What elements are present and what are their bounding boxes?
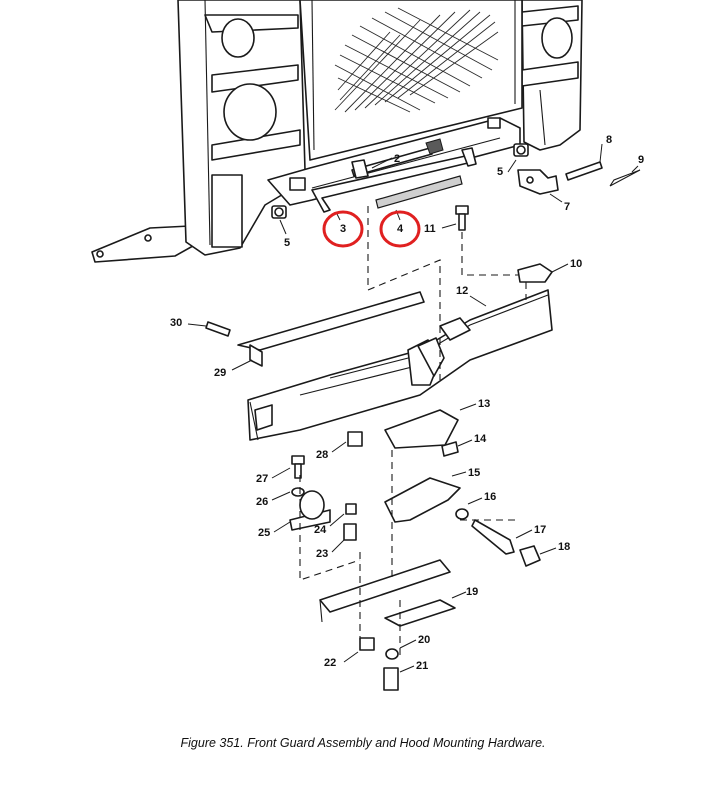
callout-27: 27 — [256, 473, 268, 485]
callout-25: 25 — [258, 527, 270, 539]
bolt-17 — [471, 519, 515, 555]
fitting-18 — [519, 545, 541, 567]
washer-16 — [455, 508, 469, 520]
assembly-alignment-lines — [299, 206, 527, 660]
callout-20: 20 — [418, 634, 430, 646]
callout-13: 13 — [478, 398, 490, 410]
callout-10: 10 — [570, 258, 582, 270]
nut-28 — [347, 431, 363, 447]
washer-24 — [345, 503, 357, 515]
pin-8 — [565, 161, 603, 181]
bracket-15 — [384, 477, 461, 523]
washer-26 — [291, 487, 305, 497]
callout-30: 30 — [170, 317, 182, 329]
cross-member-12 — [237, 289, 553, 441]
callout-14: 14 — [474, 433, 487, 445]
callout-5-right: 5 — [497, 166, 503, 178]
callout-21: 21 — [416, 660, 428, 672]
nut-5-left — [271, 205, 287, 219]
callout-15: 15 — [468, 467, 480, 479]
callout-24: 24 — [314, 524, 327, 536]
nut-5-right — [513, 143, 529, 157]
plate-19 — [384, 599, 456, 627]
callout-17: 17 — [534, 524, 546, 536]
bushing-14 — [441, 441, 459, 457]
callout-18: 18 — [558, 541, 570, 553]
callout-29: 29 — [214, 367, 226, 379]
screw-11 — [455, 205, 469, 231]
bar-3 — [311, 147, 477, 213]
callout-5-left: 5 — [284, 237, 290, 249]
nut-22 — [359, 637, 375, 651]
bolt-2 — [351, 138, 444, 179]
callout-8: 8 — [606, 134, 612, 146]
figure-caption: Figure 351. Front Guard Assembly and Hoo… — [180, 736, 546, 750]
grille-mesh — [334, 7, 499, 113]
bolt-21 — [383, 667, 399, 691]
hinge-bracket-7 — [517, 169, 559, 195]
highlight-circle-3 — [322, 210, 364, 248]
callout-28: 28 — [316, 449, 328, 461]
cotter-pin-9 — [609, 169, 641, 187]
callout-2: 2 — [394, 153, 400, 165]
highlight-circle-4 — [379, 210, 421, 248]
nut-23 — [343, 523, 357, 541]
callout-11: 11 — [424, 223, 436, 235]
callout-3: 3 — [340, 223, 346, 235]
front-guard-assembly — [91, 0, 583, 263]
callout-26: 26 — [256, 496, 268, 508]
callout-16: 16 — [484, 491, 496, 503]
bolt-30 — [205, 321, 231, 337]
strip-4 — [375, 175, 463, 209]
callout-19: 19 — [466, 586, 478, 598]
callout-4: 4 — [397, 223, 404, 235]
callout-23: 23 — [316, 548, 328, 560]
highlight-marks — [322, 210, 421, 248]
bracket-13 — [384, 409, 459, 449]
callout-labels: 2 3 4 5 5 7 8 9 10 11 12 13 14 15 16 17 — [170, 134, 644, 673]
screw-27 — [291, 455, 305, 479]
callout-9: 9 — [638, 154, 644, 166]
callout-22: 22 — [324, 657, 336, 669]
bracket-10 — [517, 263, 553, 283]
washer-20 — [385, 648, 399, 660]
callout-12: 12 — [456, 285, 468, 297]
callout-7: 7 — [564, 201, 570, 213]
